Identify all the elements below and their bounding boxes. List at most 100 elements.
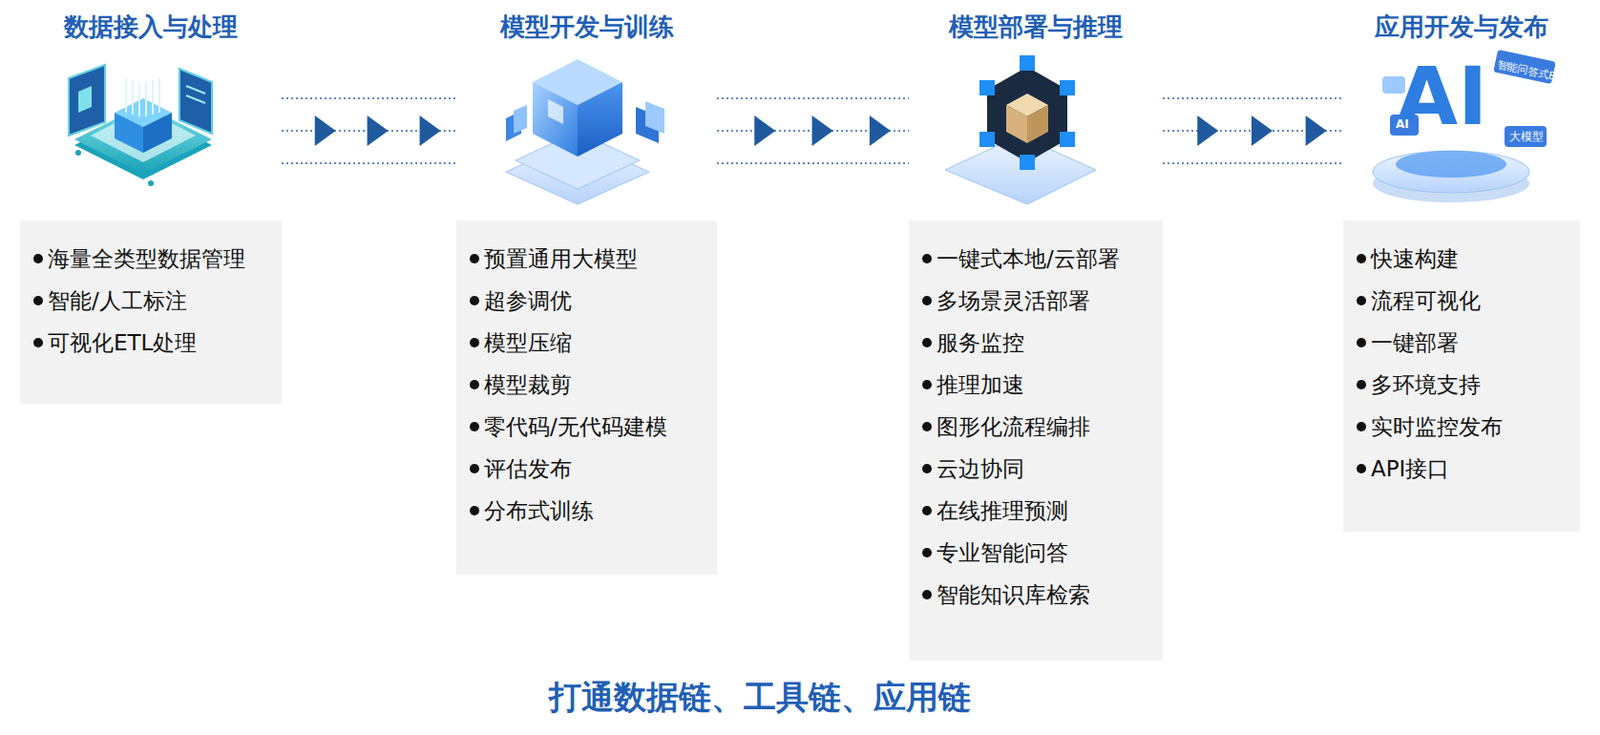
stage-heading: 应用开发与发布: [1343, 9, 1580, 44]
feature-text: 预置通用大模型: [484, 244, 638, 274]
dotted-line: [1162, 162, 1344, 165]
bullet-dot: [922, 295, 932, 306]
feature-item: 可视化ETL处理: [33, 321, 269, 364]
feature-item: 智能/人工标注: [33, 279, 269, 322]
stage-heading: 模型部署与推理: [908, 9, 1163, 44]
feature-text: 智能/人工标注: [47, 286, 188, 316]
bullet-dot: [1356, 337, 1367, 348]
feature-item: 智能知识库检索: [922, 573, 1150, 616]
bullet-dot: [922, 337, 932, 348]
stage-heading: 数据接入与处理: [20, 9, 282, 44]
bullet-dot: [469, 337, 480, 348]
icon-tag: AI: [1395, 117, 1410, 131]
feature-text: 评估发布: [484, 454, 572, 485]
bullet-dot: [33, 337, 43, 348]
feature-text: 在线推理预测: [936, 496, 1069, 527]
arrow-head: [869, 115, 891, 147]
flow-connector: [1162, 98, 1344, 164]
feature-item: 流程可视化: [1356, 279, 1567, 322]
feature-text: 云边协同: [936, 454, 1025, 485]
feature-text: 推理加速: [936, 370, 1025, 400]
bullet-dot: [469, 253, 480, 264]
feature-text: 超参调优: [484, 286, 572, 316]
bullet-dot: [922, 379, 932, 390]
feature-item: 推理加速: [922, 363, 1150, 406]
feature-item: 服务监控: [922, 321, 1150, 364]
dotted-line: [281, 162, 457, 165]
dotted-line: [1162, 97, 1344, 100]
feature-text: 一键式本地/云部署: [936, 244, 1120, 274]
feature-box: 预置通用大模型超参调优模型压缩模型裁剪零代码/无代码建模评估发布分布式训练: [456, 220, 717, 575]
arrow-head: [812, 115, 834, 147]
bullet-dot: [922, 421, 932, 432]
feature-item: 图形化流程编排: [922, 405, 1150, 448]
deploy-icon: [945, 55, 1096, 205]
arrow-head: [315, 115, 337, 147]
caption: 打通数据链、工具链、应用链: [0, 675, 1520, 720]
bullet-dot: [922, 253, 932, 264]
bullet-dot: [922, 589, 932, 600]
feature-item: 云边协同: [922, 447, 1150, 490]
feature-text: 分布式训练: [484, 496, 594, 527]
bullet-dot: [1356, 253, 1367, 264]
feature-text: 图形化流程编排: [936, 412, 1091, 443]
icon-tag: 智能问答式BI: [1495, 57, 1560, 85]
dotted-line: [716, 97, 909, 100]
flow-connector: [281, 98, 457, 164]
stage-panel: 模型部署与推理一键式本地/云部署多场景灵活部署服务监控推理加速图形化流程编排云边…: [908, 9, 1163, 44]
data-icon: [68, 64, 212, 187]
feature-text: 服务监控: [936, 328, 1025, 358]
feature-item: 模型压缩: [469, 321, 704, 364]
feature-item: 实时监控发布: [1356, 405, 1567, 448]
feature-item: 一键式本地/云部署: [922, 237, 1150, 280]
feature-text: 模型压缩: [484, 328, 572, 358]
feature-text: 可视化ETL处理: [47, 328, 197, 358]
bullet-dot: [922, 547, 932, 558]
feature-text: 流程可视化: [1370, 286, 1481, 316]
ai-letters: AI: [1395, 49, 1488, 144]
bullet-dot: [469, 463, 480, 474]
bullet-dot: [33, 253, 43, 264]
feature-text: 多场景灵活部署: [936, 286, 1091, 316]
feature-text: 实时监控发布: [1370, 412, 1503, 443]
bullet-dot: [469, 379, 480, 390]
model-icon: [505, 59, 665, 205]
feature-item: 快速构建: [1356, 237, 1567, 280]
bullet-dot: [33, 295, 43, 306]
stage-panel: 应用开发与发布快速构建流程可视化一键部署多环境支持实时监控发布API接口: [1343, 9, 1580, 44]
feature-text: 模型裁剪: [484, 370, 572, 400]
icon-tag: 大模型: [1509, 128, 1544, 146]
feature-item: 在线推理预测: [922, 489, 1150, 532]
feature-text: 多环境支持: [1370, 370, 1481, 400]
feature-item: 海量全类型数据管理: [33, 237, 269, 280]
feature-item: 一键部署: [1356, 321, 1567, 364]
feature-item: 多环境支持: [1356, 363, 1567, 406]
arrow-head: [420, 115, 442, 147]
bullet-dot: [469, 421, 480, 432]
feature-item: 分布式训练: [469, 489, 704, 532]
feature-item: 模型裁剪: [469, 363, 704, 406]
arrow-head: [1305, 115, 1327, 147]
arrow-head: [367, 115, 389, 147]
feature-box: 海量全类型数据管理智能/人工标注可视化ETL处理: [20, 220, 282, 404]
bullet-dot: [922, 463, 932, 474]
feature-item: 评估发布: [469, 447, 704, 490]
feature-box: 快速构建流程可视化一键部署多环境支持实时监控发布 API接口: [1343, 220, 1580, 532]
feature-box: 一键式本地/云部署多场景灵活部署服务监控推理加速图形化流程编排云边协同在线推理预…: [908, 220, 1163, 661]
bullet-dot: [1356, 379, 1367, 390]
dotted-line: [281, 97, 457, 100]
feature-text: API接口: [1370, 454, 1450, 485]
feature-text: 海量全类型数据管理: [47, 244, 246, 274]
bullet-dot: [469, 295, 480, 306]
stage-panel: 数据接入与处理海量全类型数据管理智能/人工标注可视化ETL处理: [20, 9, 282, 44]
bullet-dot: [1356, 463, 1367, 474]
feature-text: 一键部署: [1370, 328, 1459, 358]
bullet-dot: [1356, 421, 1367, 432]
arrow-head: [754, 115, 776, 147]
bullet-dot: [469, 505, 480, 516]
feature-item: 预置通用大模型: [469, 237, 704, 280]
flow-connector: [716, 98, 909, 164]
feature-item: 超参调优: [469, 279, 704, 322]
stage-panel: 模型开发与训练预置通用大模型超参调优模型压缩模型裁剪零代码/无代码建模评估发布分…: [456, 9, 717, 44]
